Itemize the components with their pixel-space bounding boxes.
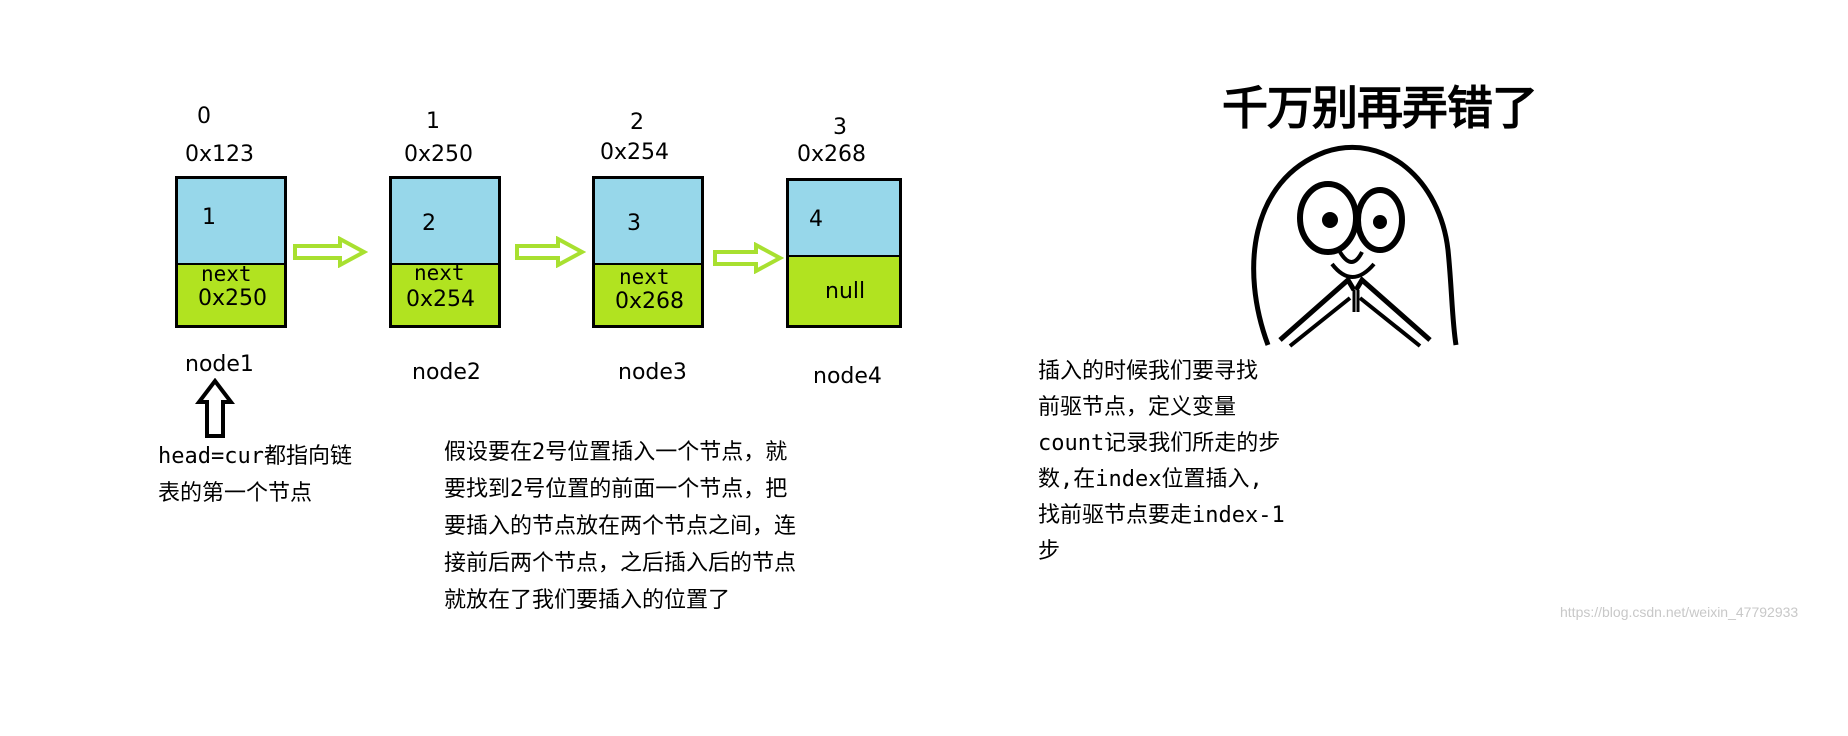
node2-pointer: 0x254 [406,287,476,312]
node2-value: 2 [422,211,436,236]
middle-note: 假设要在2号位置插入一个节点，就 要找到2号位置的前面一个节点，把 要插入的节点… [444,440,797,613]
node2-next-cell [392,265,498,325]
node1-next-label: next [201,262,252,286]
node1-index: 0 [197,104,211,129]
hollow-right-arrow-icon [293,236,368,268]
node3-box: 3 next 0x268 [592,176,704,328]
node4-index: 3 [833,115,847,140]
node1-data-cell [178,179,284,265]
node2-box: 2 next 0x254 [389,176,501,328]
node3-pointer: 0x268 [615,289,685,314]
node3-index: 2 [630,110,644,135]
praying-face-meme-icon [1251,145,1459,348]
node3-address: 0x254 [600,140,670,165]
node3-next-cell [595,265,701,325]
node4-address: 0x268 [797,142,867,167]
node1-next-cell [178,265,284,325]
hollow-up-arrow-icon [195,378,235,438]
node2-address: 0x250 [404,142,474,167]
node1-label: node1 [185,352,254,377]
node2-label: node2 [412,360,481,385]
hollow-right-arrow-icon [713,242,784,274]
node3-next-label: next [619,265,670,289]
node3-data-cell [595,179,701,265]
node2-next-label: next [414,261,465,285]
node2-index: 1 [426,109,440,134]
node4-data-cell [789,181,899,257]
head-note: head=cur都指向链 表的第一个节点 [158,444,352,506]
node4-value: 4 [809,207,823,232]
node4-next-cell [789,257,899,325]
node3-label: node3 [618,360,687,385]
node1-box: 1 next 0x250 [175,176,287,328]
node1-pointer: 0x250 [198,286,268,311]
watermark: https://blog.csdn.net/weixin_47792933 [1560,604,1799,620]
hollow-right-arrow-icon [515,236,586,268]
node4-label: node4 [813,364,882,389]
node2-data-cell [392,179,498,265]
node1-value: 1 [202,205,216,230]
node3-value: 3 [627,211,641,236]
node4-box: 4 null [786,178,902,328]
right-note: 插入的时候我们要寻找 前驱节点，定义变量 count记录我们所走的步 数,在in… [1038,359,1285,564]
node4-pointer: null [825,279,866,304]
meme-caption: 千万别再弄错了 [1222,81,1538,135]
node1-address: 0x123 [185,142,255,167]
